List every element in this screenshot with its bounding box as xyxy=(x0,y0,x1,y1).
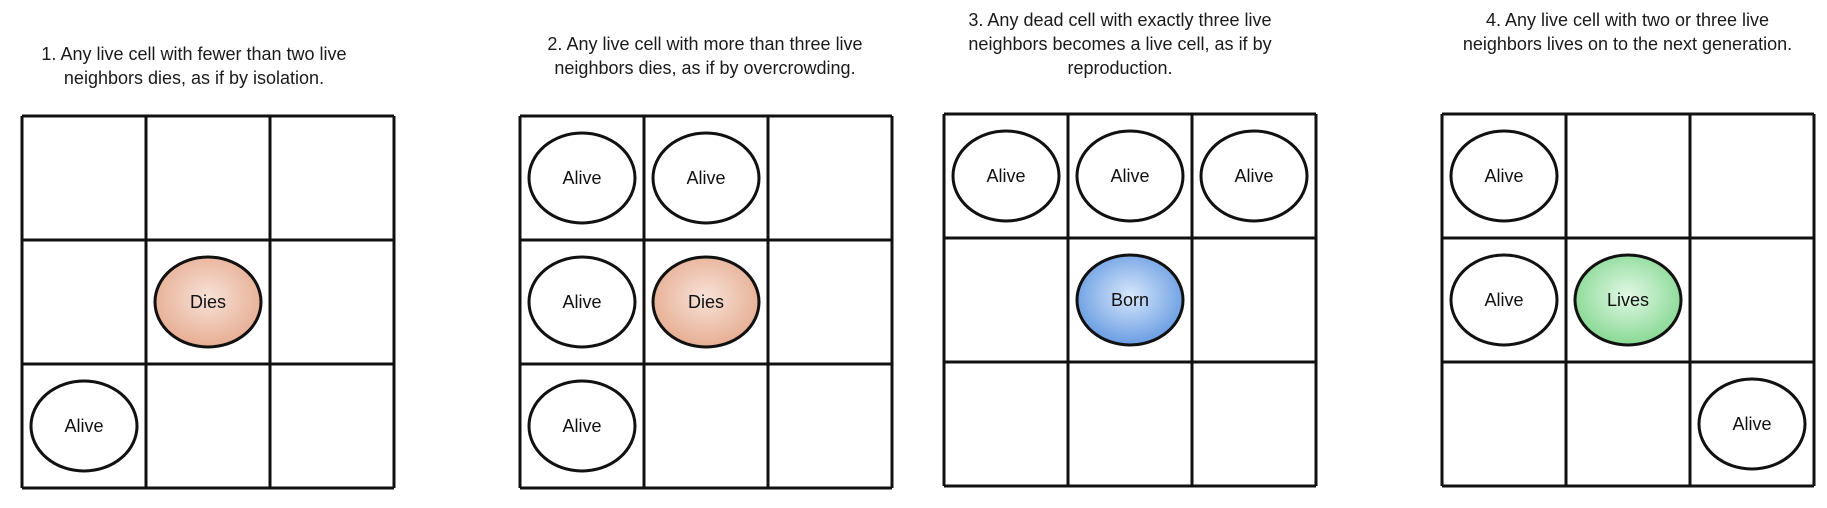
cell-circle-born xyxy=(1075,253,1185,347)
cell-label: Dies xyxy=(190,292,226,312)
cell-circle-alive xyxy=(951,129,1061,223)
cell-dies: Dies xyxy=(153,255,263,349)
cell-alive: Alive xyxy=(527,379,637,473)
cell-label: Alive xyxy=(562,416,601,436)
cell-alive: Alive xyxy=(1199,129,1309,223)
cell-label: Alive xyxy=(1484,166,1523,186)
cell-circle-alive xyxy=(651,131,761,225)
cell-label: Lives xyxy=(1607,290,1649,310)
cell-circle-alive xyxy=(527,131,637,225)
cell-alive: Alive xyxy=(1449,129,1559,223)
cell-circle-alive xyxy=(1449,129,1559,223)
cell-label: Alive xyxy=(64,416,103,436)
cell-alive: Alive xyxy=(1697,377,1807,471)
cell-circle-alive xyxy=(1449,253,1559,347)
cell-alive: Alive xyxy=(651,131,761,225)
rule-caption-3: 3. Any dead cell with exactly three live… xyxy=(968,10,1272,78)
cell-label: Alive xyxy=(986,166,1025,186)
cell-label: Alive xyxy=(562,168,601,188)
rule-caption-2: 2. Any live cell with more than three li… xyxy=(547,34,863,78)
cell-label: Dies xyxy=(688,292,724,312)
cell-circle-dies xyxy=(651,255,761,349)
cell-label: Alive xyxy=(1732,414,1771,434)
cell-lives: Lives xyxy=(1573,253,1683,347)
cell-dies: Dies xyxy=(651,255,761,349)
rule-caption-1: 1. Any live cell with fewer than two liv… xyxy=(41,44,347,88)
cell-label: Alive xyxy=(686,168,725,188)
cell-label: Alive xyxy=(562,292,601,312)
cell-alive: Alive xyxy=(951,129,1061,223)
cell-circle-dies xyxy=(153,255,263,349)
cell-label: Born xyxy=(1111,290,1149,310)
cell-circle-alive xyxy=(1697,377,1807,471)
cell-alive: Alive xyxy=(29,379,139,473)
cell-alive: Alive xyxy=(1075,129,1185,223)
cell-label: Alive xyxy=(1484,290,1523,310)
cell-circle-lives xyxy=(1573,253,1683,347)
cell-circle-alive xyxy=(527,255,637,349)
cell-alive: Alive xyxy=(527,131,637,225)
cell-alive: Alive xyxy=(1449,253,1559,347)
cell-circle-alive xyxy=(29,379,139,473)
cell-alive: Alive xyxy=(527,255,637,349)
rule-caption-4: 4. Any live cell with two or three live … xyxy=(1462,10,1793,54)
cell-label: Alive xyxy=(1234,166,1273,186)
cell-circle-alive xyxy=(1199,129,1309,223)
cell-label: Alive xyxy=(1110,166,1149,186)
cell-circle-alive xyxy=(1075,129,1185,223)
cell-circle-alive xyxy=(527,379,637,473)
cell-born: Born xyxy=(1075,253,1185,347)
